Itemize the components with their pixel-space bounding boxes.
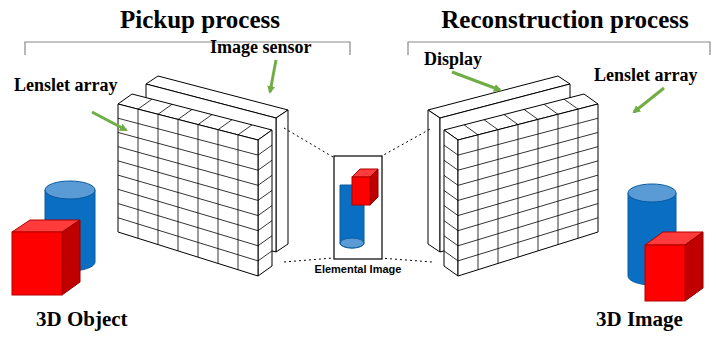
lens-line	[498, 130, 499, 264]
slab-face	[444, 130, 458, 276]
lens-line	[518, 125, 519, 258]
elemental-image	[312, 155, 404, 261]
lens-line	[138, 99, 152, 109]
pointer-arrow	[270, 60, 276, 92]
lens-line	[464, 125, 478, 135]
lens-line	[558, 114, 559, 244]
lens-line	[118, 132, 258, 170]
part-label: Lenslet array	[594, 66, 697, 86]
lens-line	[444, 221, 458, 231]
pointer-arrow	[634, 88, 664, 112]
lens-line	[118, 118, 258, 155]
lens-line	[484, 120, 498, 130]
slab-face	[428, 110, 440, 252]
lens-line	[444, 145, 458, 155]
lens-line	[258, 160, 272, 170]
lens-line	[524, 109, 538, 119]
mini-cube	[352, 177, 370, 205]
lens-line	[504, 115, 518, 125]
lens-line	[258, 175, 272, 185]
lens-line	[158, 114, 159, 244]
lens-line	[258, 190, 272, 200]
mini-cylinder	[340, 238, 364, 248]
lens-line	[458, 161, 598, 201]
lens-line	[444, 160, 458, 170]
pointer-arrow	[92, 112, 126, 130]
lens-line	[218, 130, 219, 264]
section-heading: Pickup process	[120, 6, 280, 34]
lens-line	[178, 109, 192, 119]
lens-line	[458, 118, 598, 155]
lens-line	[198, 125, 199, 258]
slab-face	[458, 104, 598, 276]
dotted-line	[380, 128, 432, 157]
part-label: 3D Object	[36, 308, 128, 331]
lens-line	[458, 132, 598, 170]
lens-line	[544, 104, 558, 114]
lens-line	[118, 147, 258, 186]
lens-line	[444, 175, 458, 185]
lens-line	[258, 145, 272, 155]
lens-line	[178, 119, 179, 250]
lenslet-array	[118, 94, 272, 276]
section-heading: Reconstruction process	[441, 6, 688, 34]
mini-cube	[370, 169, 378, 205]
elemental-image-box: Elemental Image	[312, 155, 404, 275]
part-label: Lenslet array	[14, 76, 117, 96]
lens-line	[258, 236, 272, 246]
lens-line	[238, 135, 239, 270]
dotted-line	[284, 128, 333, 157]
lens-line	[458, 147, 598, 186]
pointer-arrow	[452, 72, 500, 90]
lens-line	[444, 206, 458, 216]
lens-line	[258, 251, 272, 261]
part-label: Display	[424, 50, 482, 70]
slab-face	[258, 130, 272, 276]
lens-line	[238, 125, 252, 135]
part-label: Image sensor	[210, 38, 312, 58]
node-text: Elemental Image	[312, 263, 404, 275]
slab-face	[118, 104, 258, 276]
lens-line	[478, 135, 479, 270]
image-3d	[628, 184, 703, 301]
lens-line	[458, 218, 598, 261]
lens-line	[538, 119, 539, 250]
lens-line	[578, 109, 579, 238]
lens-line	[218, 120, 232, 130]
lens-line	[258, 206, 272, 216]
lens-line	[118, 161, 258, 201]
lenslet-array	[444, 94, 598, 276]
lens-line	[158, 104, 172, 114]
lens-line	[198, 115, 212, 125]
lens-line	[444, 251, 458, 261]
dotted-line	[284, 258, 333, 262]
lens-line	[444, 236, 458, 246]
lens-line	[444, 190, 458, 200]
lens-line	[564, 99, 578, 109]
lens-line	[118, 218, 258, 261]
image-frame	[334, 156, 382, 259]
part-label: 3D Image	[596, 308, 683, 331]
object-3d	[12, 181, 95, 295]
dotted-line	[380, 258, 432, 262]
lens-line	[138, 109, 139, 238]
slab-face	[276, 110, 288, 252]
lens-line	[258, 221, 272, 231]
